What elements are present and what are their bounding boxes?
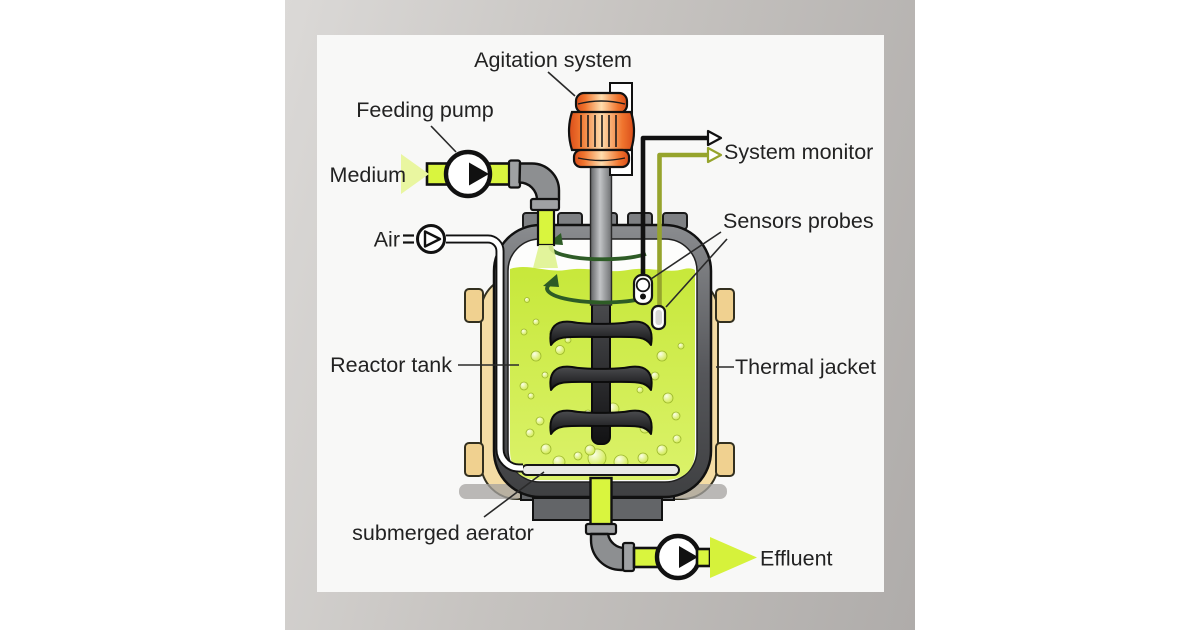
effluent-arrow-icon [710, 537, 757, 578]
label-sensors-probes: Sensors probes [723, 209, 874, 233]
air-pipe [446, 234, 524, 473]
submerged-aerator-tube [521, 464, 680, 476]
elbow-flange-bottom [529, 197, 561, 212]
aerator-pointer [483, 471, 545, 518]
label-effluent: Effluent [760, 547, 833, 571]
air-source [403, 224, 446, 254]
signal-wires [640, 129, 723, 309]
agitator-shaft [589, 164, 613, 306]
effluent-pipe-left [632, 546, 660, 569]
effluent-line [584, 476, 757, 581]
sensor-probes [632, 273, 667, 331]
olive-signal-wire [657, 152, 708, 309]
medium-inlet [533, 207, 558, 268]
outlet-flange-right [621, 541, 636, 573]
jacket-tab-left-top [464, 288, 484, 323]
feeding-elbow [518, 162, 561, 202]
label-submerged-aerator: submerged aerator [352, 521, 534, 545]
impeller [549, 299, 653, 445]
effluent-elbow [589, 532, 627, 572]
label-medium: Medium [330, 163, 406, 187]
label-agitation-system: Agitation system [474, 48, 632, 72]
label-thermal-jacket: Thermal jacket [735, 355, 876, 379]
agitation-pointer [547, 71, 576, 97]
elbow-flange-top [507, 159, 522, 189]
medium-stream [533, 245, 558, 268]
feeding-pump-icon [443, 149, 493, 199]
outlet-flange-top [584, 522, 618, 536]
label-reactor-tank: Reactor tank [330, 353, 452, 377]
label-feeding-pump: Feeding pump [356, 98, 493, 122]
effluent-pipe-right [695, 547, 712, 568]
medium-arrow-icon [401, 154, 429, 194]
agitation-motor [567, 82, 636, 176]
labels: Agitation system Feeding pump Medium Air… [330, 48, 876, 571]
rotation-arrowhead-bottom [543, 274, 559, 287]
outlet-pipe [589, 476, 613, 530]
jacket-tab-right-bottom [715, 442, 735, 477]
feeding-pointer [430, 125, 457, 153]
air-blower-rotor-icon [423, 230, 442, 248]
black-signal-wire [640, 135, 708, 281]
feeding-pump-rotor-icon [469, 162, 489, 186]
pointer-lines [430, 71, 734, 518]
label-air: Air [374, 228, 400, 252]
feeding-line [401, 149, 561, 212]
sensors-pointer-1 [650, 231, 722, 280]
jacket-tab-left-bottom [464, 442, 484, 477]
jacket-tab-right-top [715, 288, 735, 323]
black-wire-arrowhead-icon [706, 129, 723, 147]
effluent-pump-rotor-icon [679, 546, 698, 568]
label-system-monitor: System monitor [724, 140, 873, 164]
sensors-pointer-2 [665, 238, 728, 308]
olive-wire-arrowhead-icon [706, 146, 723, 164]
